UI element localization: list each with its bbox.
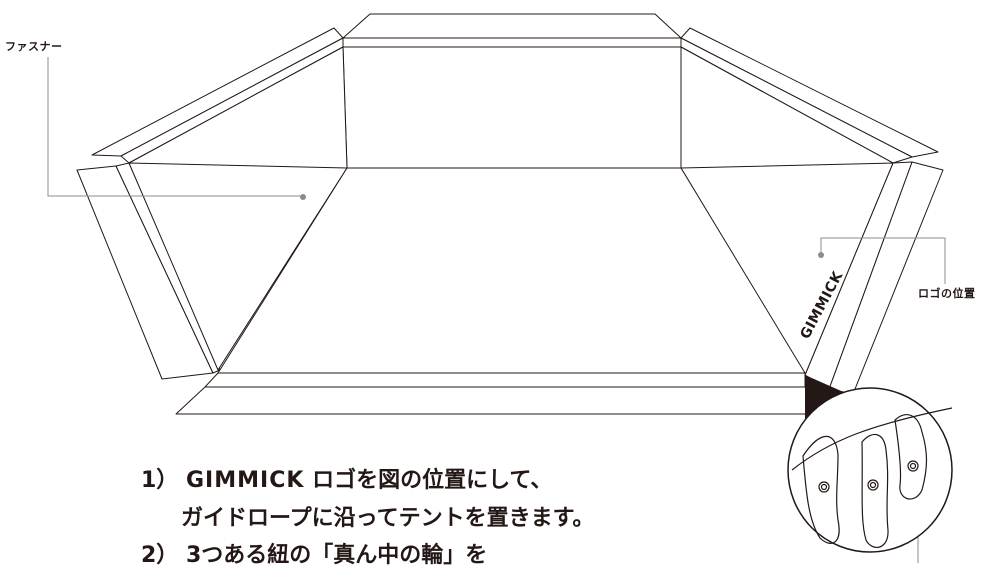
left-side-wall xyxy=(128,162,348,371)
back-wall xyxy=(342,46,682,169)
step-1-text: ロゴを図の位置にして、 xyxy=(312,468,553,493)
logo-leader-line xyxy=(820,237,946,284)
detail-circle xyxy=(787,387,953,553)
logo-dot xyxy=(818,252,824,258)
logo-position-callout-label: ロゴの位置 xyxy=(918,287,976,300)
step-2-number: 2） xyxy=(141,543,179,568)
fastener-leader-line xyxy=(47,57,302,197)
back-wall-top-flap xyxy=(342,13,682,39)
step-1-line-2: ガイドロープに沿ってテントを置きます。 xyxy=(181,506,595,531)
front-wall-flap xyxy=(175,386,846,415)
front-wall-band xyxy=(204,372,806,388)
step-2-line-1: 2） 3つある紐の「真ん中の輪」を xyxy=(141,537,487,569)
step-1-number: 1） xyxy=(141,468,179,493)
fastener-callout-label: ファスナー xyxy=(5,40,63,53)
step-2-text: 3つある紐の「真ん中の輪」を xyxy=(185,543,488,568)
back-wall-top-flap-band xyxy=(342,37,682,48)
step-1-line-1: 1） GIMMICK ロゴを図の位置にして、 xyxy=(141,462,552,494)
brand-logo: GIMMICK xyxy=(185,468,305,493)
fastener-dot xyxy=(300,194,306,200)
detail-circle-illustration xyxy=(787,387,953,553)
